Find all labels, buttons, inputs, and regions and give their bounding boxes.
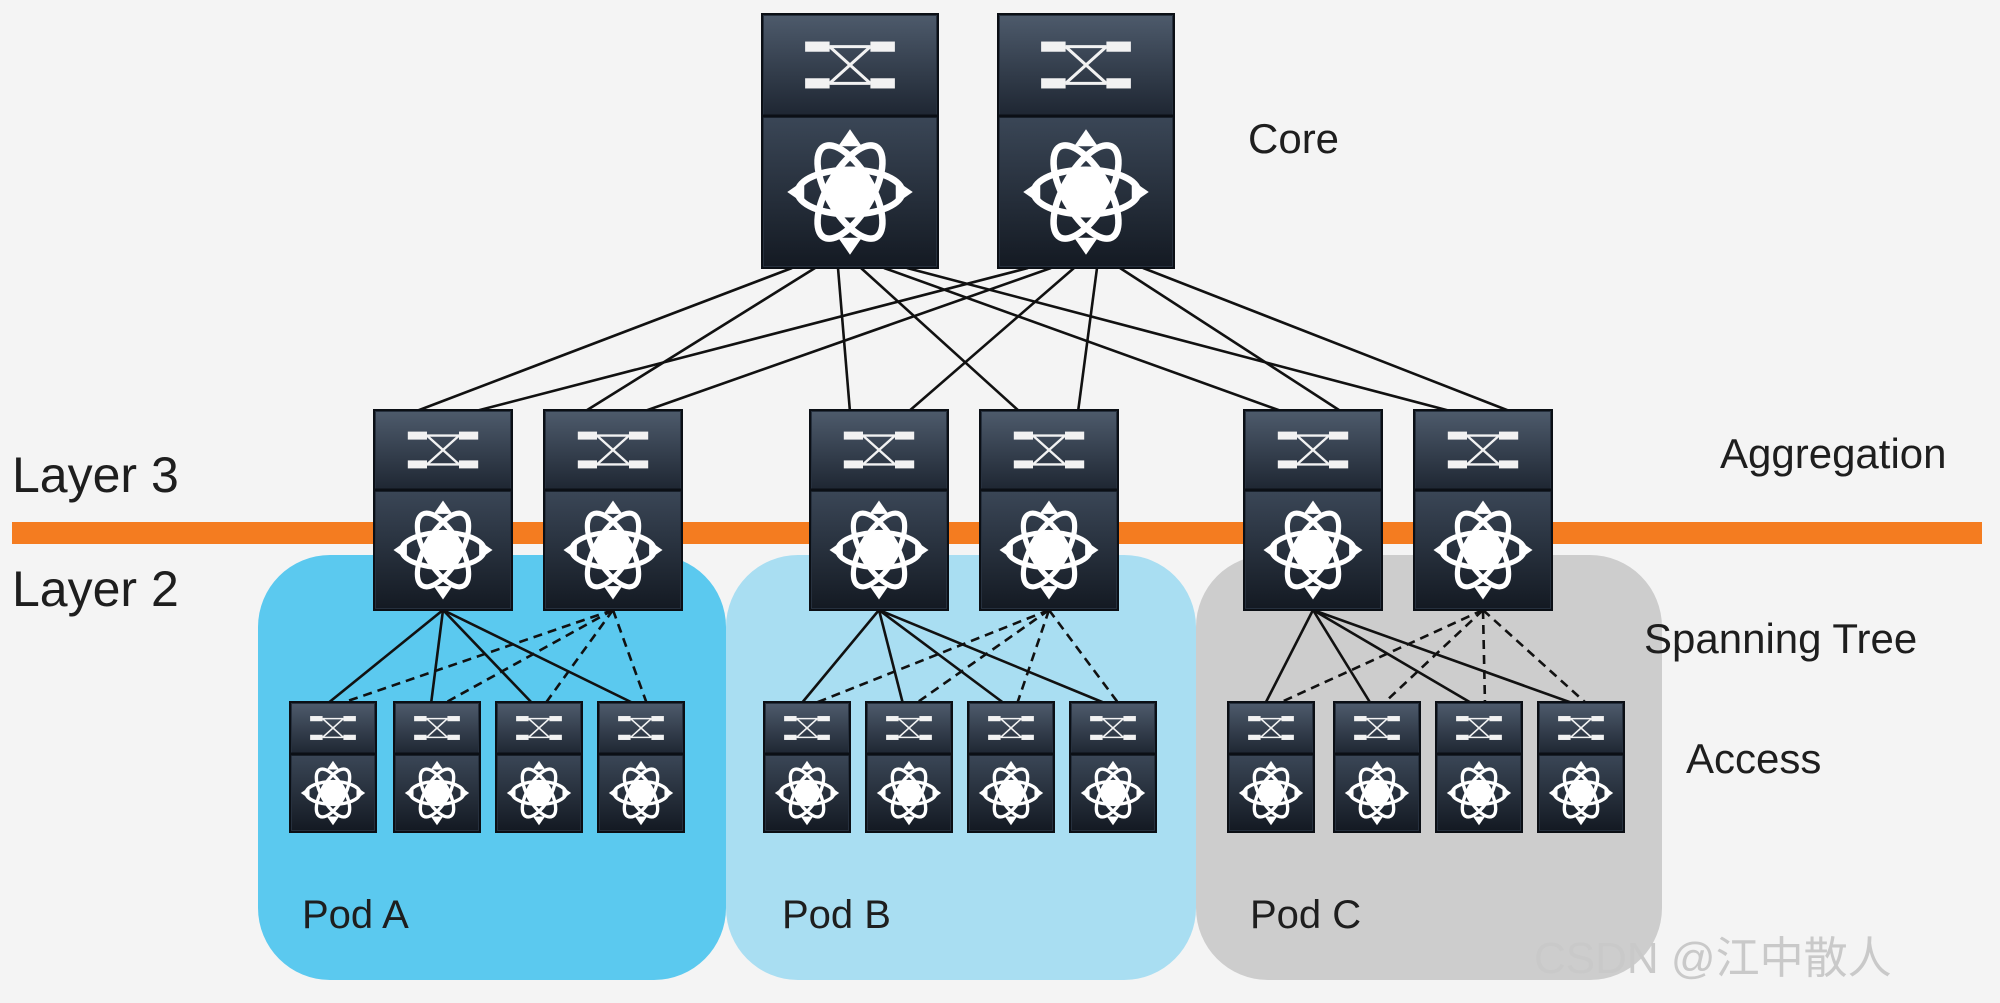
layer-2-label: Layer 2: [12, 561, 179, 617]
spanning-tree-blocked-link: [914, 608, 1050, 706]
core-aggregation-link: [413, 266, 793, 414]
core-aggregation-link: [471, 266, 1029, 414]
aggregation-access-link: [799, 609, 881, 705]
pod-a-label: Pod A: [302, 893, 409, 937]
pod-a-region: [258, 555, 726, 980]
core-aggregation-link: [1142, 266, 1513, 414]
spanning-tree-blocked-link: [611, 609, 649, 705]
core-label: Core: [1248, 115, 1340, 162]
link-group: [326, 266, 1588, 706]
spanning-tree-blocked-link: [543, 609, 615, 705]
aggregation-switch-icon: [1413, 409, 1553, 611]
aggregation-switch-icon: [979, 409, 1119, 611]
access-switch-icon: [1227, 701, 1315, 833]
aggregation-switch-icon: [543, 409, 683, 611]
core-aggregation-link: [860, 267, 1021, 413]
spanning-tree-blocked-link: [1015, 609, 1051, 705]
spanning-tree-blocked-link: [338, 608, 614, 706]
access-switch-icon: [763, 701, 851, 833]
access-switch-icon: [865, 701, 953, 833]
aggregation-access-link: [442, 608, 636, 706]
aggregation-access-link: [1312, 608, 1576, 706]
core-aggregation-link: [583, 266, 816, 414]
core-aggregation-link: [1076, 267, 1099, 413]
core-switch-icon: [997, 13, 1175, 269]
aggregation-switch-icon: [809, 409, 949, 611]
access-switch-icon: [495, 701, 583, 833]
access-switch-icon: [1435, 701, 1523, 833]
access-switch-icon: [1333, 701, 1421, 833]
aggregation-access-link: [326, 608, 444, 706]
access-switch-icon: [289, 701, 377, 833]
spanning-tree-label: Spanning Tree: [1644, 615, 1918, 662]
spanning-tree-blocked-link: [1481, 609, 1487, 705]
spanning-tree-blocked-link: [1276, 608, 1484, 706]
spanning-tree-blocked-link: [1382, 609, 1484, 705]
core-aggregation-link: [641, 266, 1052, 414]
access-switch-icon: [393, 701, 481, 833]
watermark: CSDN @江中散人: [1534, 934, 1892, 983]
core-aggregation-link: [906, 266, 1455, 414]
core-aggregation-link: [883, 266, 1285, 414]
pod-c-region: [1196, 555, 1662, 980]
aggregation-access-link: [429, 609, 445, 705]
access-label: Access: [1686, 735, 1822, 782]
core-aggregation-link: [907, 267, 1075, 413]
core-aggregation-link: [1119, 266, 1343, 414]
aggregation-access-link: [1312, 608, 1474, 706]
aggregation-access-link: [878, 608, 1108, 706]
aggregation-access-link: [1263, 609, 1315, 705]
spanning-tree-blocked-link: [1482, 609, 1588, 705]
aggregation-access-link: [1311, 609, 1373, 705]
aggregation-access-link: [878, 608, 1006, 706]
pod-c-label: Pod C: [1250, 893, 1362, 937]
pod-b-region: [726, 555, 1196, 980]
aggregation-label: Aggregation: [1720, 430, 1947, 477]
aggregation-access-link: [877, 609, 905, 705]
access-switch-icon: [597, 701, 685, 833]
access-switch-icon: [967, 701, 1055, 833]
spanning-tree-blocked-link: [1047, 609, 1121, 705]
spanning-tree-blocked-link: [812, 608, 1050, 706]
pod-regions: [258, 555, 1662, 980]
spanning-tree-blocked-link: [442, 608, 614, 706]
access-switch-icon: [1069, 701, 1157, 833]
aggregation-switch-icon: [373, 409, 513, 611]
switch-group: [289, 13, 1625, 833]
aggregation-switch-icon: [1243, 409, 1383, 611]
core-switch-icon: [761, 13, 939, 269]
pod-b-label: Pod B: [782, 893, 891, 937]
aggregation-access-link: [442, 609, 534, 705]
layer-3-label: Layer 3: [12, 447, 179, 503]
access-switch-icon: [1537, 701, 1625, 833]
